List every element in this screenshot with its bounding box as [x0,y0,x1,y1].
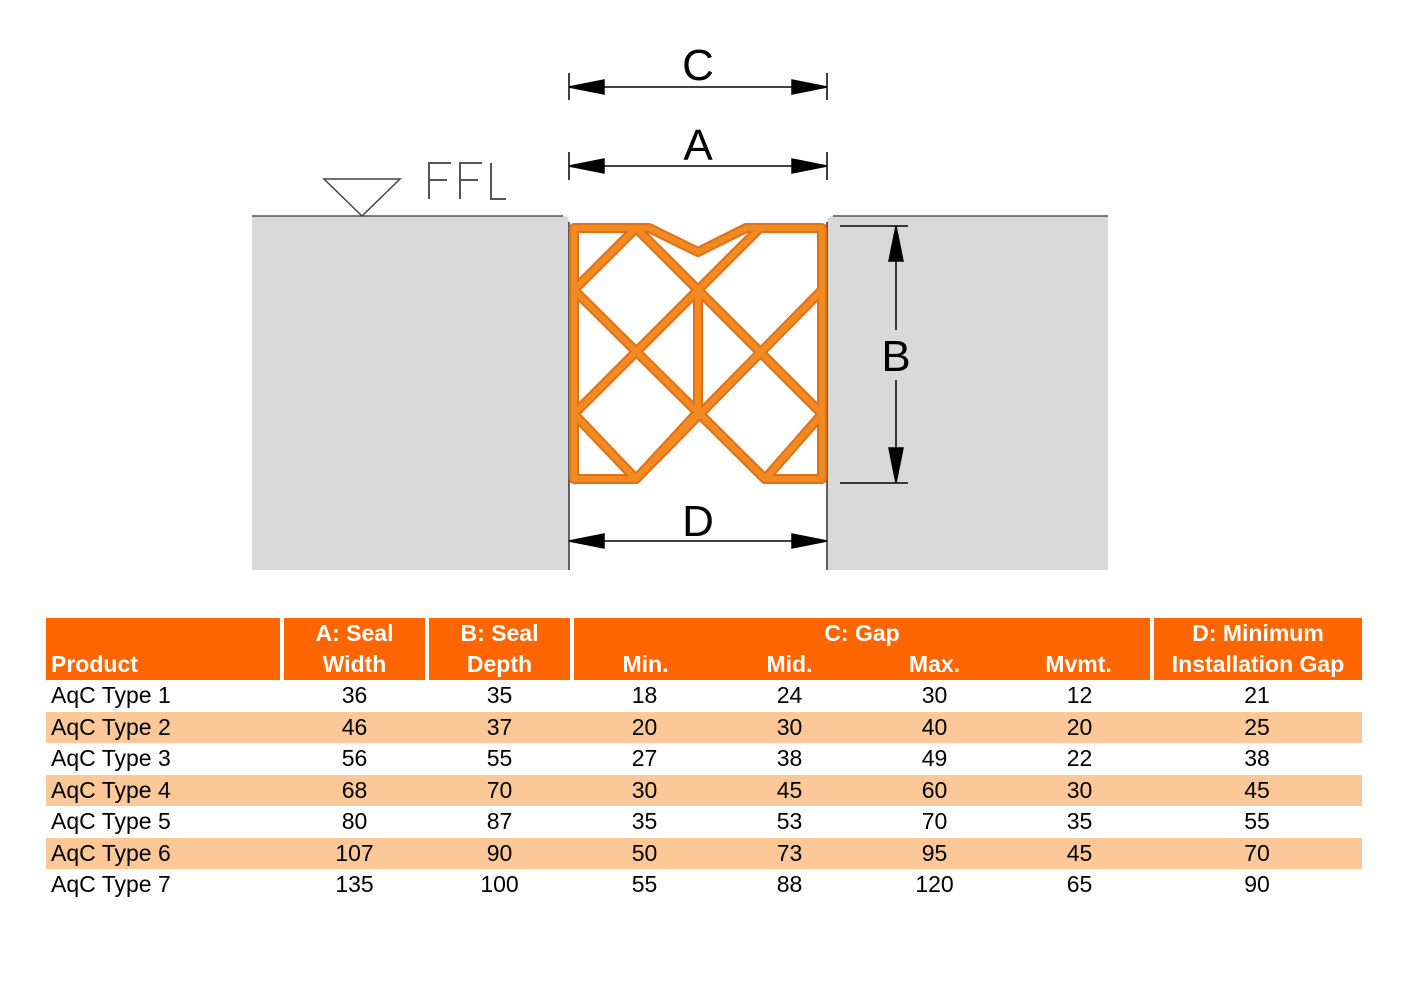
table-row: AqC Type 4 68 70 30 45 60 30 45 [46,774,1363,806]
cell-min: 50 [572,837,717,869]
cell-b: 37 [427,711,572,743]
table-row: AqC Type 5 80 87 35 53 70 35 55 [46,806,1362,838]
header-d-line2: Installation Gap [1152,649,1363,680]
header-c-max: Max. [862,649,1007,680]
cell-mid: 38 [776,745,803,771]
cell-max: 70 [921,808,948,834]
cell-mid: 53 [776,808,803,834]
table-row: AqC Type 2 46 37 20 30 40 20 25 [46,711,1363,743]
cell-min: 30 [572,774,717,806]
cell-max: 95 [862,837,1007,869]
cell-min: 35 [631,808,658,834]
cell-d: 21 [1244,682,1270,708]
cell-min: 20 [572,711,717,743]
cell-mid: 30 [717,711,862,743]
cell-a: 68 [282,774,427,806]
cell-min: 27 [631,745,658,771]
table-row: AqC Type 7 135 100 55 88 120 65 90 [46,869,1362,901]
cell-product: AqC Type 7 [51,871,171,897]
dimension-a [568,152,828,180]
header-row-top: Product A: Seal B: Seal C: Gap D: Minimu… [46,618,1363,680]
header-c-min: Min. [572,649,717,680]
seal-profile-fill [571,225,825,482]
cell-min: 18 [631,682,658,708]
cell-max: 60 [862,774,1007,806]
cell-mvmt: 22 [1066,745,1093,771]
product-spec-table: Product A: Seal B: Seal C: Gap D: Minimu… [46,618,1363,901]
header-b-line1: B: Seal [427,618,574,649]
cell-product: AqC Type 1 [51,682,171,708]
cell-product: AqC Type 4 [46,774,282,806]
table-row: AqC Type 1 36 35 18 24 30 12 21 [46,680,1362,712]
header-c-mvmt: Mvmt. [1007,649,1155,680]
header-a-line1: A: Seal [282,618,429,649]
dimension-d [568,533,828,549]
cell-a: 36 [341,682,368,708]
cell-d: 90 [1244,871,1270,897]
dimension-c [568,73,828,100]
cell-d: 25 [1152,711,1363,743]
cell-min: 55 [631,871,658,897]
cell-b: 100 [480,871,519,897]
header-c-group: C: Gap [572,618,1155,649]
cell-mvmt: 35 [1066,808,1093,834]
cell-mid: 73 [717,837,862,869]
cell-b: 87 [486,808,513,834]
header-c-mid: Mid. [717,649,862,680]
table-row: AqC Type 6 107 90 50 73 95 45 70 [46,837,1363,869]
cell-a: 80 [341,808,368,834]
header-a-line2: Width [282,649,429,680]
cell-mvmt: 45 [1007,837,1153,869]
left-substrate [252,216,569,570]
cell-b: 55 [486,745,513,771]
dimension-c-label: C [682,41,714,90]
cell-product: AqC Type 6 [46,837,282,869]
dimension-b-label: B [881,332,910,381]
dimension-a-label: A [683,121,713,170]
cell-b: 70 [427,774,572,806]
cell-a: 46 [282,711,427,743]
cell-d: 70 [1152,837,1363,869]
cell-mid: 45 [717,774,862,806]
cell-b: 90 [427,837,572,869]
ffl-triangle-icon [322,178,402,218]
cell-a: 135 [335,871,374,897]
cell-a: 56 [341,745,368,771]
cell-product: AqC Type 2 [46,711,282,743]
ffl-label [428,162,506,200]
cell-d: 38 [1244,745,1270,771]
cell-d: 55 [1244,808,1270,834]
dimension-b [840,225,908,484]
cell-a: 107 [282,837,427,869]
header-product: Product [46,618,284,680]
table-row: AqC Type 3 56 55 27 38 49 22 38 [46,743,1362,775]
cell-mid: 24 [776,682,803,708]
dimension-d-label: D [682,497,714,546]
cell-mvmt: 65 [1066,871,1093,897]
cell-product: AqC Type 5 [51,808,171,834]
cell-mid: 88 [776,871,803,897]
cell-max: 49 [921,745,948,771]
header-b-line2: Depth [427,649,574,680]
header-d-line1: D: Minimum [1152,618,1363,649]
cell-max: 40 [862,711,1007,743]
cell-mvmt: 20 [1007,711,1153,743]
right-substrate [827,216,1108,570]
header-row-bottom: Width Depth Min. Mid. Max. Mvmt. Install… [46,649,1363,680]
cell-mvmt: 12 [1066,682,1093,708]
expansion-joint-diagram: C A B D [252,41,1108,570]
cell-max: 120 [915,871,954,897]
cell-max: 30 [921,682,948,708]
cell-product: AqC Type 3 [51,745,171,771]
cell-mvmt: 30 [1007,774,1153,806]
cell-b: 35 [486,682,513,708]
cell-d: 45 [1152,774,1363,806]
